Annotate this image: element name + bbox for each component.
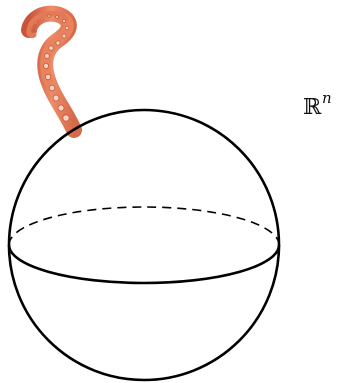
- tentacle-icon: [29, 14, 74, 130]
- sphere-icon: [9, 110, 279, 380]
- space-label: ℝ n: [303, 89, 332, 120]
- equator-front-icon: [9, 245, 279, 283]
- space-label-symbol: ℝ: [303, 95, 322, 120]
- space-label-exponent: n: [322, 89, 332, 107]
- equator-back-dashed-icon: [9, 207, 279, 245]
